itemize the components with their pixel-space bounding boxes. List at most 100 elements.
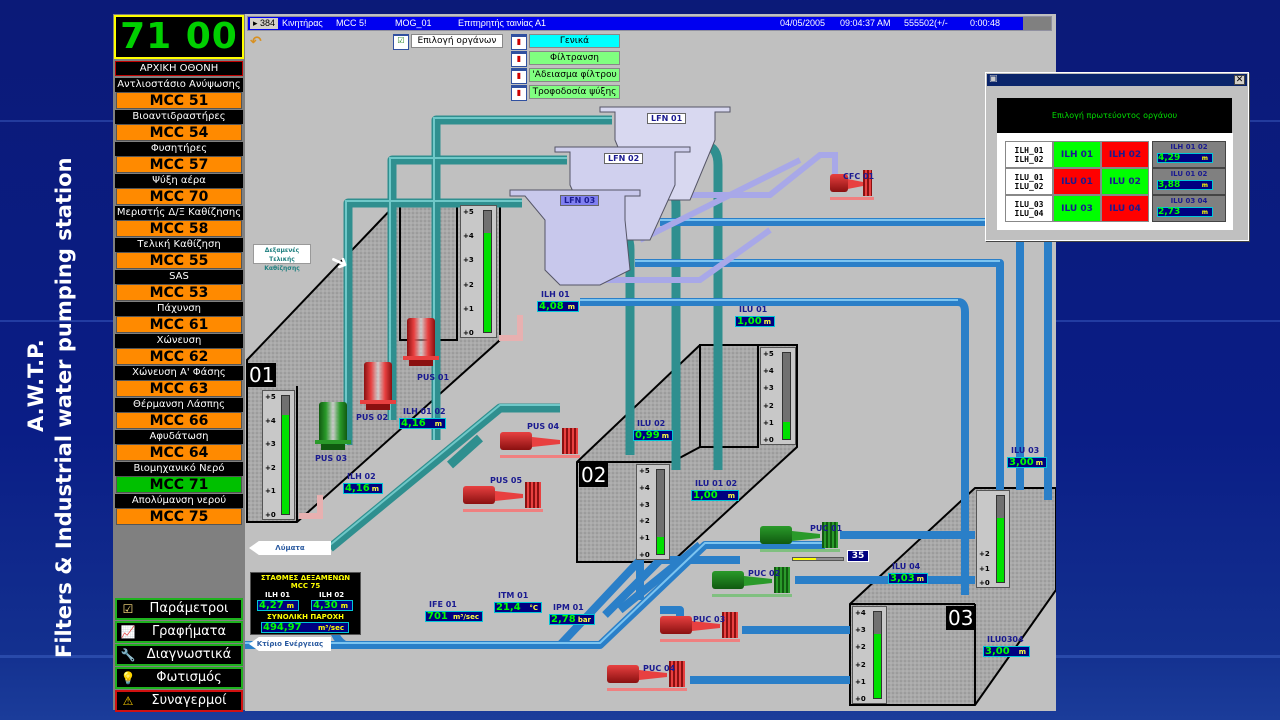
document-icon: ▮: [511, 68, 527, 84]
itm01-value: 21,4 °C: [494, 602, 542, 613]
gauge-tick: +4: [763, 367, 774, 376]
station-button-mcc-71[interactable]: MCC 71: [116, 476, 242, 493]
event-elapsed: 0:00:48: [970, 18, 1001, 28]
select-ilu-04[interactable]: ILU 04: [1101, 195, 1149, 222]
event-code: 555502(+/-: [904, 18, 948, 28]
menu-button[interactable]: ☑Παράμετροι: [115, 598, 243, 620]
ilu0304-number: 3,00: [985, 646, 1010, 657]
menu-button[interactable]: 💡Φωτισμός: [115, 667, 243, 689]
event-time: 09:04:37 AM: [840, 18, 891, 28]
panel-total-label: ΣΥΝΟΛΙΚΗ ΠΑΡΟΧΗ: [266, 613, 344, 621]
itm01-unit: °C: [529, 604, 538, 612]
station-label: Φυσητήρες: [115, 142, 243, 156]
station-button-mcc-61[interactable]: MCC 61: [116, 316, 242, 333]
event-count[interactable]: ▸ 384: [250, 18, 279, 29]
gauge-tick: +2: [855, 660, 866, 669]
instrument-select-button[interactable]: Επιλογή οργάνων: [411, 34, 503, 48]
ilh0102-number: 4,16: [401, 418, 426, 429]
panel-ilh02-label: ILH 02: [319, 591, 345, 599]
pump-pus-01[interactable]: [403, 318, 439, 366]
instrument-name: ILU_03: [1014, 199, 1044, 209]
pump-pus-05[interactable]: [463, 482, 543, 512]
station-button-mcc-53[interactable]: MCC 53: [116, 284, 242, 301]
station-button-mcc-62[interactable]: MCC 62: [116, 348, 242, 365]
measurement-label: ILU 03 04: [1170, 197, 1208, 205]
pump-label: PUS 02: [356, 413, 389, 422]
menu-label: Φωτισμός: [156, 670, 222, 685]
panel-subtitle: MCC 75: [290, 582, 321, 590]
view-button[interactable]: Γενικά: [529, 34, 620, 48]
station-button-mcc-75[interactable]: MCC 75: [116, 508, 242, 525]
pump-puc-03[interactable]: [660, 612, 740, 642]
back-icon[interactable]: ↶: [250, 34, 262, 50]
ilu03-label: ILU 03: [1011, 446, 1040, 455]
station-label: Βιοαντιδραστήρες: [115, 110, 243, 124]
pump-puc-01[interactable]: [760, 522, 840, 552]
instrument-name: ILU_04: [1014, 208, 1044, 218]
station-clock: 71 00: [114, 15, 244, 59]
select-ilu-03[interactable]: ILU 03: [1053, 195, 1101, 222]
station-button-mcc-54[interactable]: MCC 54: [116, 124, 242, 141]
pump-pus-04[interactable]: [500, 428, 580, 458]
tank-callout: Δεξαμενές Τελικής Καθίζησης: [253, 244, 311, 272]
station-label: Χώνευση Α' Φάσης: [115, 366, 243, 380]
gauge-tick: +1: [855, 677, 866, 686]
close-icon[interactable]: ✕: [1234, 75, 1245, 85]
gauge-tick: +2: [979, 550, 990, 559]
ilu0102-number: 1,00: [693, 490, 718, 501]
station-button-mcc-70[interactable]: MCC 70: [116, 188, 242, 205]
titlebar-scroll[interactable]: [1023, 17, 1051, 30]
station-button-mcc-58[interactable]: MCC 58: [116, 220, 242, 237]
filter-lfn-02[interactable]: LFN 02: [604, 153, 644, 164]
checklist-icon: ☑: [393, 34, 409, 50]
ilu0102-unit: m: [727, 492, 735, 500]
filter-lfn-01[interactable]: LFN 01: [647, 113, 687, 124]
menu-button[interactable]: ⚠Συναγερμοί: [115, 690, 243, 712]
view-button[interactable]: Φίλτρανση: [529, 51, 620, 65]
ilh02-label: ILH 02: [347, 472, 376, 481]
energy-building-flow-label: Κτίριο Ενέργειας: [249, 637, 331, 651]
pump-cfc-01[interactable]: [830, 170, 874, 200]
gauge-tick: +0: [463, 329, 474, 337]
filter-lfn-03[interactable]: LFN 03: [560, 195, 600, 206]
gauge-tick: +0: [265, 511, 276, 519]
ilu0102-label: ILU 01 02: [695, 479, 738, 488]
view-button[interactable]: 'Αδειασμα φίλτρου: [529, 68, 620, 82]
event-description: Επιτηρητής ταινίας Α1: [458, 18, 546, 28]
station-button-mcc-51[interactable]: MCC 51: [116, 92, 242, 109]
pump-puc-04[interactable]: [607, 661, 687, 691]
view-button[interactable]: Τροφοδοσία ψύξης: [529, 85, 620, 99]
station-button-mcc-66[interactable]: MCC 66: [116, 412, 242, 429]
menu-button[interactable]: 🔧Διαγνωστικά: [115, 644, 243, 666]
select-ilu-01[interactable]: ILU 01: [1053, 168, 1101, 195]
ilu02-unit: m: [661, 432, 669, 440]
pump-pus-02[interactable]: [360, 362, 396, 410]
ilu03-unit: m: [1035, 459, 1043, 467]
pump-pus-03[interactable]: [315, 402, 351, 450]
select-ilh-01[interactable]: ILH 01: [1053, 141, 1101, 168]
gauge-tick: +2: [639, 517, 650, 526]
gauge-fill: [484, 232, 491, 332]
ilh0102-label: ILH 01 02: [403, 407, 446, 416]
station-button-mcc-57[interactable]: MCC 57: [116, 156, 242, 173]
home-screen-button[interactable]: ΑΡΧΙΚΗ ΟΘΟΝΗ: [115, 61, 243, 76]
select-ilh-02[interactable]: ILH 02: [1101, 141, 1149, 168]
pump-puc-02[interactable]: [712, 567, 792, 597]
dialog-titlebar[interactable]: ▣✕: [987, 74, 1247, 86]
pump-label: PUC 04: [643, 664, 676, 673]
pump-label: PUS 03: [315, 454, 348, 463]
station-button-mcc-63[interactable]: MCC 63: [116, 380, 242, 397]
pump-label: PUS 05: [490, 476, 523, 485]
level-gauge-g02: +5+4+3+2+1+0: [636, 464, 670, 560]
itm01-number: 21,4: [496, 602, 521, 613]
ilu02-label: ILU 02: [637, 419, 666, 428]
station-button-mcc-55[interactable]: MCC 55: [116, 252, 242, 269]
select-ilu-02[interactable]: ILU 02: [1101, 168, 1149, 195]
station-button-mcc-64[interactable]: MCC 64: [116, 444, 242, 461]
level-gauge-g01back: +5+4+3+2+1+0: [460, 205, 497, 338]
ilh01-unit: m: [567, 303, 575, 311]
menu-button[interactable]: 📈Γραφήματα: [115, 621, 243, 643]
